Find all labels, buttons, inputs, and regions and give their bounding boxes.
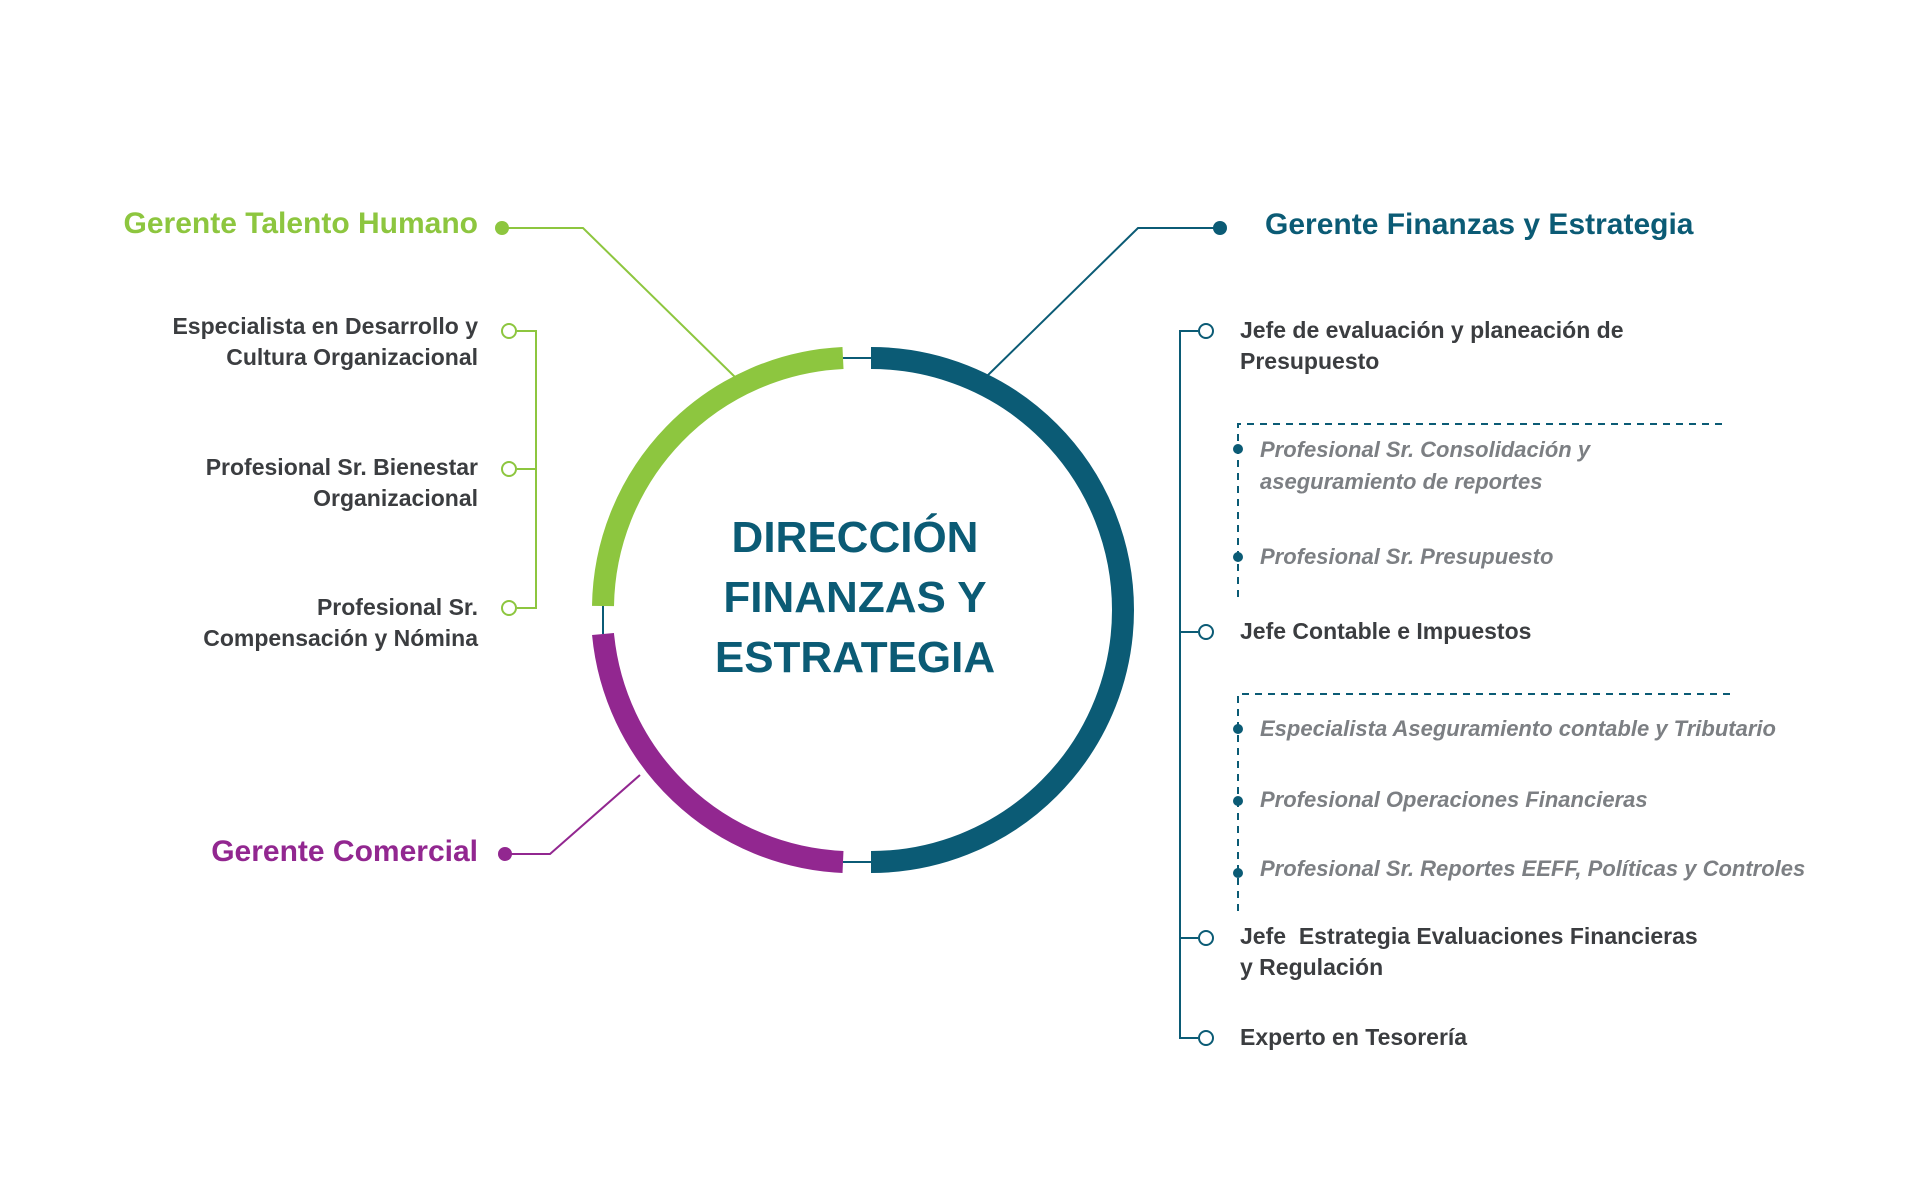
- jefe-estrategia-line: y Regulación: [1240, 954, 1384, 980]
- center-title: DIRECCIÓN FINANZAS Y ESTRATEGIA: [700, 508, 1010, 688]
- talento-item-line: Organizacional: [313, 485, 478, 511]
- gerente-finanzas-estrategia: Gerente Finanzas y Estrategia: [1265, 208, 1694, 241]
- dashed-group-1: [1237, 423, 1722, 598]
- prof-dot: [1233, 444, 1243, 454]
- center-ring: [592, 347, 1134, 873]
- talento-item-line: Profesional Sr. Bienestar: [205, 454, 478, 480]
- prof-dot: [1233, 552, 1243, 562]
- talento-item-marker: [501, 461, 517, 477]
- jefe-estrategia: Jefe Estrategia Evaluaciones Financieras…: [1240, 921, 1698, 983]
- prof-operaciones: Profesional Operaciones Financieras: [1260, 787, 1648, 812]
- finanzas-dot: [1213, 221, 1227, 235]
- talento-item-line: Profesional Sr.: [316, 594, 478, 620]
- center-title-line: ESTRATEGIA: [714, 633, 996, 682]
- ring-arc-talento: [592, 347, 844, 607]
- ring-arc-finanzas: [870, 347, 1134, 873]
- jefe-presupuesto: Jefe de evaluación y planeación de Presu…: [1240, 315, 1624, 377]
- jefe-marker: [1198, 930, 1214, 946]
- jefe-presupuesto-line: Presupuesto: [1240, 348, 1380, 374]
- jefe-marker: [1198, 1030, 1214, 1046]
- gerente-comercial: Gerente Comercial: [211, 835, 478, 868]
- prof-dot: [1233, 796, 1243, 806]
- talento-dot: [495, 221, 509, 235]
- talento-item-line: Cultura Organizacional: [226, 344, 478, 370]
- prof-aseguramiento: Especialista Aseguramiento contable y Tr…: [1260, 716, 1776, 741]
- gerente-talento-humano: Gerente Talento Humano: [123, 207, 479, 240]
- prof-consolidacion: Profesional Sr. Consolidación y aseguram…: [1260, 434, 1590, 498]
- jefe-contable: Jefe Contable e Impuestos: [1240, 618, 1532, 644]
- center-title-line: DIRECCIÓN: [731, 513, 979, 562]
- jefe-marker: [1198, 323, 1214, 339]
- prof-line: aseguramiento de reportes: [1260, 469, 1543, 494]
- finanzas-bracket: [1179, 330, 1198, 1039]
- ring-arc-comercial: [592, 632, 844, 873]
- prof-dot: [1233, 724, 1243, 734]
- jefe-marker: [1198, 624, 1214, 640]
- jefe-presupuesto-line: Jefe de evaluación y planeación de: [1240, 317, 1624, 343]
- prof-presupuesto: Profesional Sr. Presupuesto: [1260, 544, 1554, 569]
- dashed-group-2: [1237, 693, 1730, 912]
- ring-gap-markers: [602, 357, 871, 863]
- jefe-estrategia-line: Jefe Estrategia Evaluaciones Financieras: [1240, 923, 1698, 949]
- finanzas-connector: [984, 227, 1215, 379]
- talento-item: Profesional Sr. Compensación y Nómina: [118, 592, 478, 654]
- talento-item-marker: [501, 323, 517, 339]
- prof-dot: [1233, 868, 1243, 878]
- prof-line: Profesional Sr. Consolidación y: [1260, 437, 1591, 462]
- talento-item-line: Compensación y Nómina: [203, 625, 478, 651]
- comercial-connector: [510, 774, 641, 855]
- prof-reportes: Profesional Sr. Reportes EEFF, Políticas…: [1260, 856, 1806, 881]
- talento-item: Profesional Sr. Bienestar Organizacional: [118, 452, 478, 514]
- talento-item: Especialista en Desarrollo y Cultura Org…: [118, 311, 478, 373]
- comercial-dot: [498, 847, 512, 861]
- talento-item-line: Especialista en Desarrollo y: [172, 313, 478, 339]
- talento-connectors: [507, 227, 737, 609]
- center-title-line: FINANZAS Y: [723, 573, 987, 622]
- experto-tesoreria: Experto en Tesorería: [1240, 1024, 1468, 1050]
- talento-item-marker: [501, 600, 517, 616]
